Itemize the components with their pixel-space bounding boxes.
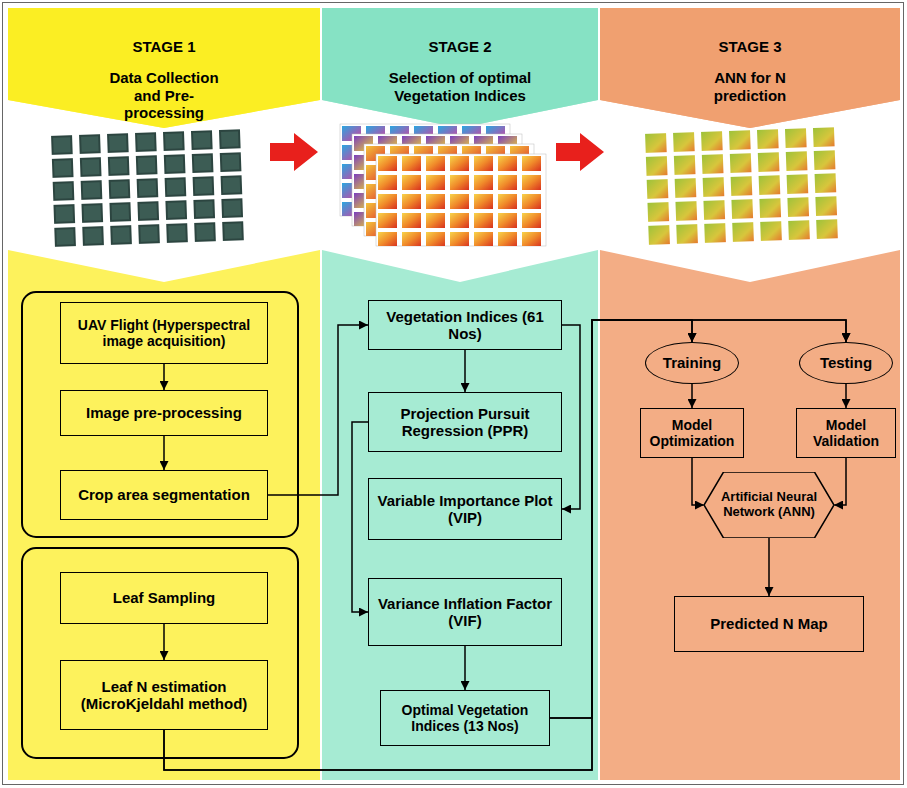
- stage-label: STAGE 2: [322, 38, 598, 55]
- box-text: Optimal Vegetation Indices (13 Nos): [389, 702, 541, 734]
- process-box: Leaf Sampling: [60, 572, 268, 624]
- index-layer: [376, 154, 546, 246]
- flow-arrow: [352, 422, 368, 612]
- flow-arrow: [562, 325, 580, 509]
- process-box: Crop area segmentation: [60, 470, 268, 520]
- process-box: UAV Flight (Hyperspectral image acquisit…: [60, 302, 268, 364]
- stage-panel: STAGE 2 Selection of optimal Vegetation I…: [322, 8, 598, 780]
- process-box: Projection Pursuit Regression (PPR): [368, 392, 562, 452]
- stage-title: ANN for N prediction: [690, 69, 810, 104]
- group-outline: [22, 292, 298, 537]
- box-text: UAV Flight (Hyperspectral image acquisit…: [69, 317, 259, 349]
- box-text: Testing: [820, 354, 872, 371]
- model-hexagon: Artificial Neural Network (ANN): [704, 472, 834, 538]
- flow-arrow: [163, 436, 165, 470]
- flow-arrow: [163, 624, 165, 660]
- box-text: Leaf Sampling: [113, 589, 216, 606]
- process-box: Vegetation Indices (61 Nos): [368, 300, 562, 350]
- box-text: Variance Inflation Factor (VIF): [377, 595, 553, 630]
- stage-panel: STAGE 3 ANN for N predictionTraining Testi…: [600, 8, 900, 780]
- box-text: Crop area segmentation: [78, 486, 250, 503]
- box-text: Vegetation Indices (61 Nos): [377, 308, 553, 343]
- box-text: Model Validation: [805, 417, 887, 449]
- process-box: Variance Inflation Factor (VIF): [368, 578, 562, 646]
- flow-arrow: [834, 458, 846, 505]
- box-text: Model Optimization: [649, 417, 735, 449]
- stage-label: STAGE 1: [8, 38, 320, 55]
- process-box: Model Optimization: [640, 408, 744, 458]
- stage-arrow: [270, 133, 318, 171]
- stage-title: Data Collection and Pre-processing: [102, 69, 227, 121]
- n-map-image: [642, 125, 842, 247]
- flow-arrow: [268, 325, 368, 495]
- flow-arrow: [692, 458, 704, 505]
- output-box: Predicted N Map: [674, 596, 864, 652]
- process-box: Leaf N estimation (MicroKjeldahl method): [60, 660, 268, 730]
- stage-label: STAGE 3: [600, 38, 900, 55]
- flow-arrow: [163, 364, 165, 390]
- box-text: Projection Pursuit Regression (PPR): [377, 405, 553, 440]
- stage-arrow: [556, 133, 604, 171]
- flow-arrow: [464, 646, 466, 690]
- result-box: Optimal Vegetation Indices (13 Nos): [380, 690, 550, 746]
- hexagon-shape: [704, 472, 834, 538]
- flow-arrow: [550, 320, 846, 718]
- box-text: Variable Importance Plot (VIP): [377, 492, 553, 527]
- flow-arrow: [464, 350, 466, 392]
- box-text: Image pre-processing: [86, 404, 242, 421]
- process-box: Variable Importance Plot (VIP): [368, 478, 562, 540]
- group-outline: [22, 548, 298, 758]
- process-box: Model Validation: [796, 408, 896, 458]
- process-box: Image pre-processing: [60, 390, 268, 436]
- stage-title: Selection of optimal Vegetation Indices: [370, 69, 550, 104]
- flow-arrow: [691, 384, 693, 408]
- box-text: Training: [663, 354, 721, 371]
- box-text: Artificial Neural Network (ANN): [718, 490, 820, 520]
- flow-arrow: [768, 538, 770, 596]
- box-text: Leaf N estimation (MicroKjeldahl method): [69, 678, 259, 713]
- data-ellipse: Training: [645, 342, 739, 384]
- data-ellipse: Testing: [799, 342, 893, 384]
- flow-arrow: [845, 384, 847, 408]
- frame: [3, 3, 904, 785]
- box-text: Predicted N Map: [710, 615, 828, 632]
- stage-panel: STAGE 1 Data Collection and Pre-processin…: [8, 8, 320, 780]
- field-image: [48, 127, 248, 249]
